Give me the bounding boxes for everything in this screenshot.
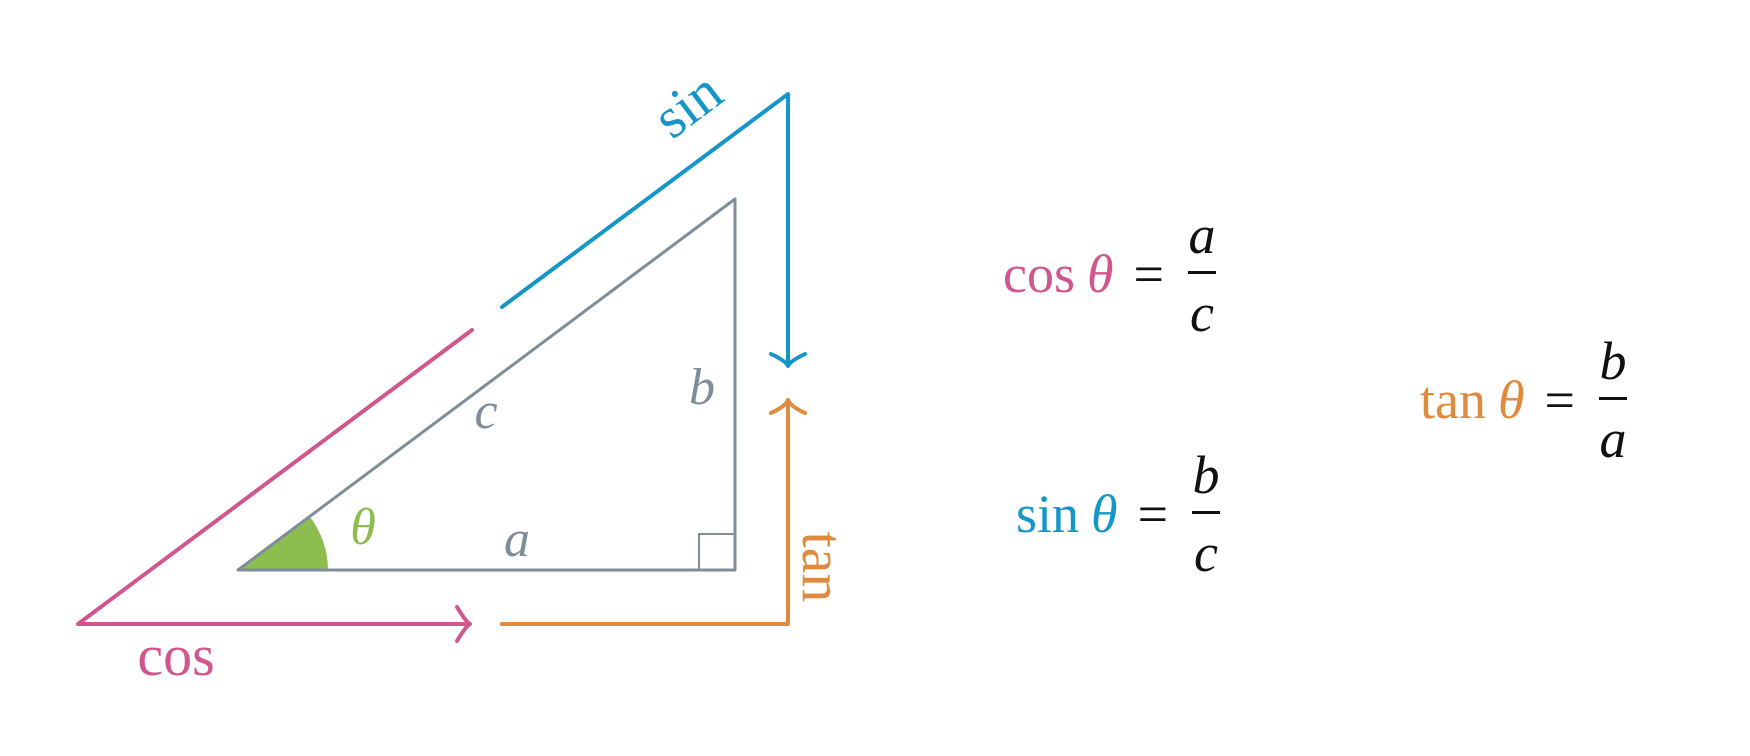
tan-formula-fraction-bar: [1598, 397, 1627, 400]
tan-formula-denominator: a: [1599, 409, 1627, 469]
cos-formula-fraction: a c: [1187, 205, 1216, 343]
sin-formula-denominator: c: [1194, 523, 1219, 583]
sin-formula-func: sin: [1016, 484, 1080, 544]
cos-formula-fraction-bar: [1187, 271, 1216, 274]
right-triangle: [236, 197, 737, 572]
sin-formula-numerator: b: [1192, 445, 1220, 505]
sin-arrow-label: sin: [641, 58, 734, 151]
sin-formula-fraction: b c: [1192, 445, 1221, 583]
tan-formula-func: tan: [1420, 370, 1486, 430]
sin-formula-fraction-bar: [1192, 511, 1221, 514]
side-b-label: b: [689, 359, 715, 416]
tan-arrow-label: tan: [790, 532, 855, 603]
tan-formula-numerator: b: [1599, 331, 1627, 391]
side-c-label: c: [474, 383, 497, 440]
sin-formula-equals: =: [1137, 484, 1169, 544]
cos-formula-theta: θ: [1086, 244, 1114, 304]
tan-formula-fraction: b a: [1598, 331, 1627, 469]
cos-formula-func: cos: [1003, 244, 1075, 304]
cos-formula-equals: =: [1133, 244, 1164, 304]
cos-formula-denominator: c: [1190, 283, 1214, 343]
cos-formula: cos θ = a c: [1003, 208, 1216, 340]
tan-formula: tan θ = b a: [1420, 334, 1627, 466]
sin-formula: sin θ = b c: [1016, 445, 1221, 583]
cos-arrow: [76, 328, 474, 643]
tan-arrowhead: [769, 398, 807, 415]
cos-arrow-label: cos: [137, 623, 214, 688]
tan-formula-equals: =: [1544, 370, 1575, 430]
sin-arrowhead: [769, 352, 807, 368]
angle-theta-wedge: [238, 517, 328, 570]
cos-formula-numerator: a: [1188, 205, 1216, 265]
tan-arrow: [500, 398, 807, 626]
angle-theta-label: θ: [350, 499, 376, 556]
sin-formula-theta: θ: [1091, 484, 1118, 544]
sin-arrow: [500, 92, 807, 368]
cos-arrowhead: [455, 605, 472, 643]
right-angle-marker: [698, 533, 735, 570]
tan-formula-theta: θ: [1497, 370, 1525, 430]
side-a-label: a: [504, 511, 530, 568]
